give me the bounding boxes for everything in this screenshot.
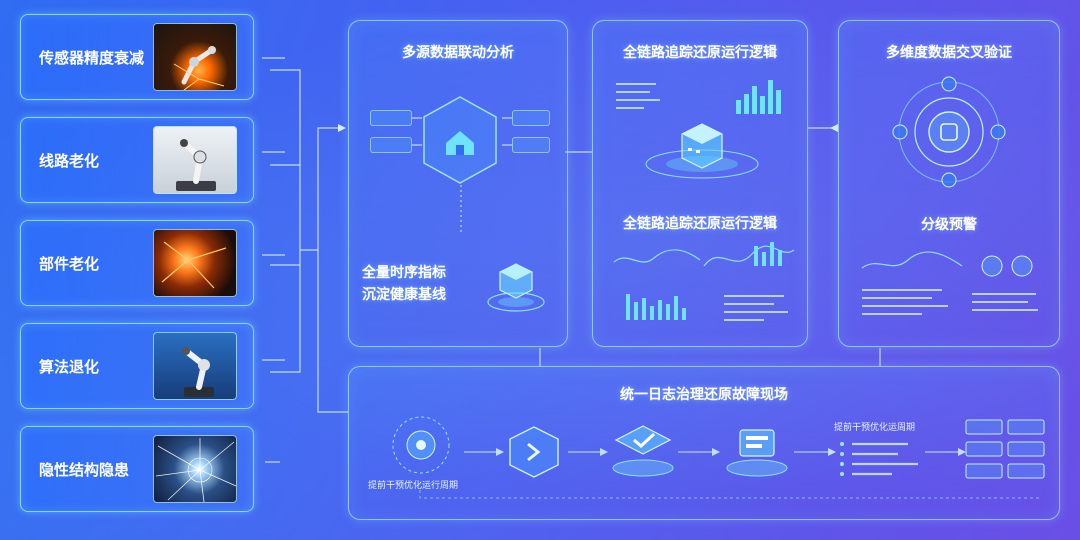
panel-log-governance	[348, 366, 1060, 520]
robot-arm-blue-image	[153, 332, 237, 400]
robot-arm-sparks-image	[153, 23, 237, 91]
left-card-parts[interactable]: 部件老化	[20, 220, 254, 306]
house-hexagon-icon	[423, 96, 497, 184]
panel-title-multi-source: 多源数据联动分析	[402, 45, 514, 61]
panel-title-log-governance: 统一日志治理还原故障现场	[620, 387, 788, 403]
log-caption-left: 提前干预优化运行周期	[368, 481, 459, 491]
trace-top-illustration	[616, 80, 781, 179]
left-card-label: 隐性结构隐患	[39, 461, 130, 479]
data-source-chip	[370, 137, 412, 153]
log-step-check-icon	[612, 425, 674, 477]
server-cube-icon	[681, 123, 723, 169]
left-card-algorithm[interactable]: 算法退化	[20, 323, 254, 409]
cracked-glass-image	[153, 435, 237, 503]
left-card-sensor[interactable]: 传感器精度衰减	[20, 14, 254, 100]
panel-trace	[592, 20, 808, 347]
data-source-chip	[370, 110, 412, 126]
robot-arm-image	[153, 126, 237, 194]
data-source-chip	[512, 137, 550, 153]
panel-title-warning: 分级预警	[921, 217, 977, 233]
log-caption-right: 提前干预优化运周期	[834, 423, 916, 433]
molten-sparks-image	[153, 229, 237, 297]
log-result-cards	[965, 419, 1045, 479]
left-card-label: 传感器精度衰减	[39, 49, 145, 67]
dotted-connector	[460, 185, 462, 235]
panel-title-trace-bottom: 全链路追踪还原运行逻辑	[623, 216, 777, 232]
log-step-screen-icon	[726, 429, 788, 477]
left-card-label: 线路老化	[39, 152, 100, 170]
left-card-hidden-structure[interactable]: 隐性结构隐患	[20, 426, 254, 512]
log-step-arrow-icon	[509, 426, 559, 478]
left-card-label: 算法退化	[39, 358, 100, 376]
trace-bottom-charts	[613, 242, 795, 321]
log-list-lines	[840, 442, 918, 476]
baseline-title-line1: 全量时序指标	[362, 265, 446, 281]
panel-title-cross-verify: 多维度数据交叉验证	[886, 45, 1012, 61]
log-hub-icon	[392, 416, 450, 474]
left-card-wiring[interactable]: 线路老化	[20, 117, 254, 203]
shield-hub-icon	[892, 76, 1006, 188]
cube-stack-icon	[487, 263, 545, 312]
panel-multi-source	[348, 20, 568, 347]
warning-charts	[861, 251, 1038, 315]
data-source-chip	[512, 110, 550, 126]
baseline-title-line2: 沉淀健康基线	[362, 287, 446, 303]
left-card-label: 部件老化	[39, 255, 100, 273]
chip-connectors	[412, 117, 512, 146]
panel-title-trace-top: 全链路追踪还原运行逻辑	[623, 45, 777, 61]
